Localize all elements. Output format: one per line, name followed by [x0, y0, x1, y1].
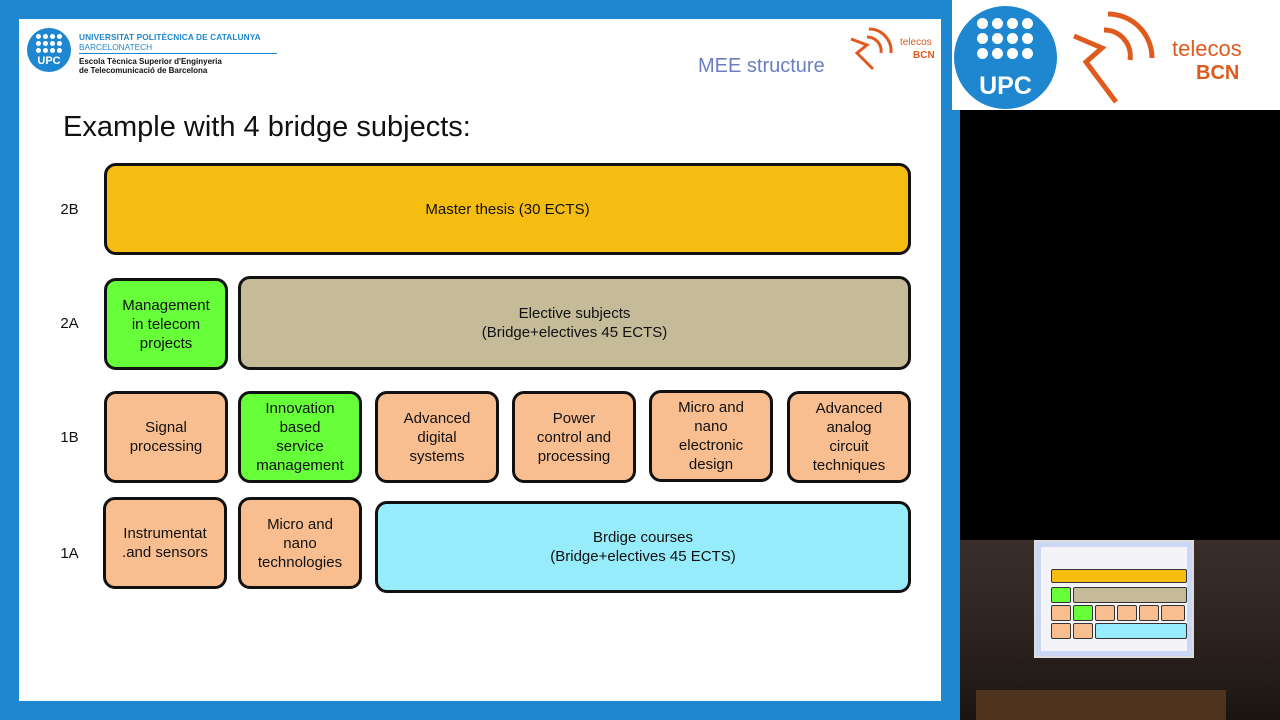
elective-subjects-block: Elective subjects (Bridge+electives 45 E… [238, 276, 911, 370]
mini-management-block [1051, 587, 1071, 603]
subject-advanced-analog: Advanced analog circuit techniques [787, 391, 911, 483]
upc-logo-large-icon: UPC [954, 6, 1057, 109]
telecos-large-word: telecos [1172, 36, 1242, 61]
mini-subject [1095, 605, 1115, 621]
stage-banner [976, 690, 1226, 720]
subject-power-control: Power control and processing [512, 391, 636, 483]
school-name-line2: de Telecomunicació de Barcelona [79, 66, 208, 75]
subject-management-telecom: Management in telecom projects [104, 278, 228, 370]
mini-subject [1161, 605, 1185, 621]
university-header: UPC UNIVERSITAT POLITÈCNICA DE CATALUNYA… [27, 28, 277, 82]
telecos-word: telecos [900, 37, 932, 48]
master-thesis-block: Master thesis (30 ECTS) [104, 163, 911, 255]
telecos-logo-small: telecos BCN [845, 23, 941, 75]
header-divider [79, 53, 277, 54]
university-subname: BARCELONATECH [79, 42, 153, 52]
row-label-2a: 2A [60, 315, 79, 332]
subject-advanced-digital: Advanced digital systems [375, 391, 499, 483]
telecos-waves-icon [850, 27, 893, 71]
school-name-line1: Escola Tècnica Superior d'Enginyeria [79, 57, 222, 66]
row-label-2b: 2B [60, 201, 79, 218]
subject-micro-nano-electronic: Micro and nano electronic design [649, 390, 773, 482]
upc-logo-icon: UPC [27, 28, 71, 72]
subject-signal-processing: Signal processing [104, 391, 228, 483]
telecos-city: BCN [913, 50, 935, 61]
university-name: UNIVERSITAT POLITÈCNICA DE CATALUNYA [79, 32, 261, 42]
upc-logo-large-word: UPC [979, 72, 1032, 100]
presentation-slide: UPC UNIVERSITAT POLITÈCNICA DE CATALUNYA… [19, 19, 941, 701]
subject-micro-nano-tech: Micro and nano technologies [238, 497, 362, 589]
upc-logo-word: UPC [37, 55, 61, 67]
video-black-area [960, 110, 1280, 540]
mini-subject [1051, 623, 1071, 639]
row-label-1a: 1A [60, 545, 79, 562]
bridge-courses-block: Brdige courses (Bridge+electives 45 ECTS… [375, 501, 911, 593]
subject-innovation-service: Innovation based service management [238, 391, 362, 483]
mini-subject [1139, 605, 1159, 621]
broadcast-logo-banner: UPC telecos BCN [952, 0, 1280, 110]
telecos-large-city: BCN [1196, 62, 1240, 84]
slide-title: Example with 4 bridge subjects: [63, 111, 471, 143]
row-label-1b: 1B [60, 429, 79, 446]
mini-elective-block [1073, 587, 1187, 603]
camera-view [960, 540, 1280, 720]
mini-bridge-block [1095, 623, 1187, 639]
mini-subject [1051, 605, 1071, 621]
section-label: MEE structure [698, 55, 825, 77]
telecos-waves-large-icon [1073, 11, 1155, 104]
mini-thesis-block [1051, 569, 1187, 583]
projection-screen [1034, 540, 1194, 658]
subject-instrumentation-sensors: Instrumentat .and sensors [103, 497, 227, 589]
mini-subject [1073, 605, 1093, 621]
mini-subject [1073, 623, 1093, 639]
mini-subject [1117, 605, 1137, 621]
